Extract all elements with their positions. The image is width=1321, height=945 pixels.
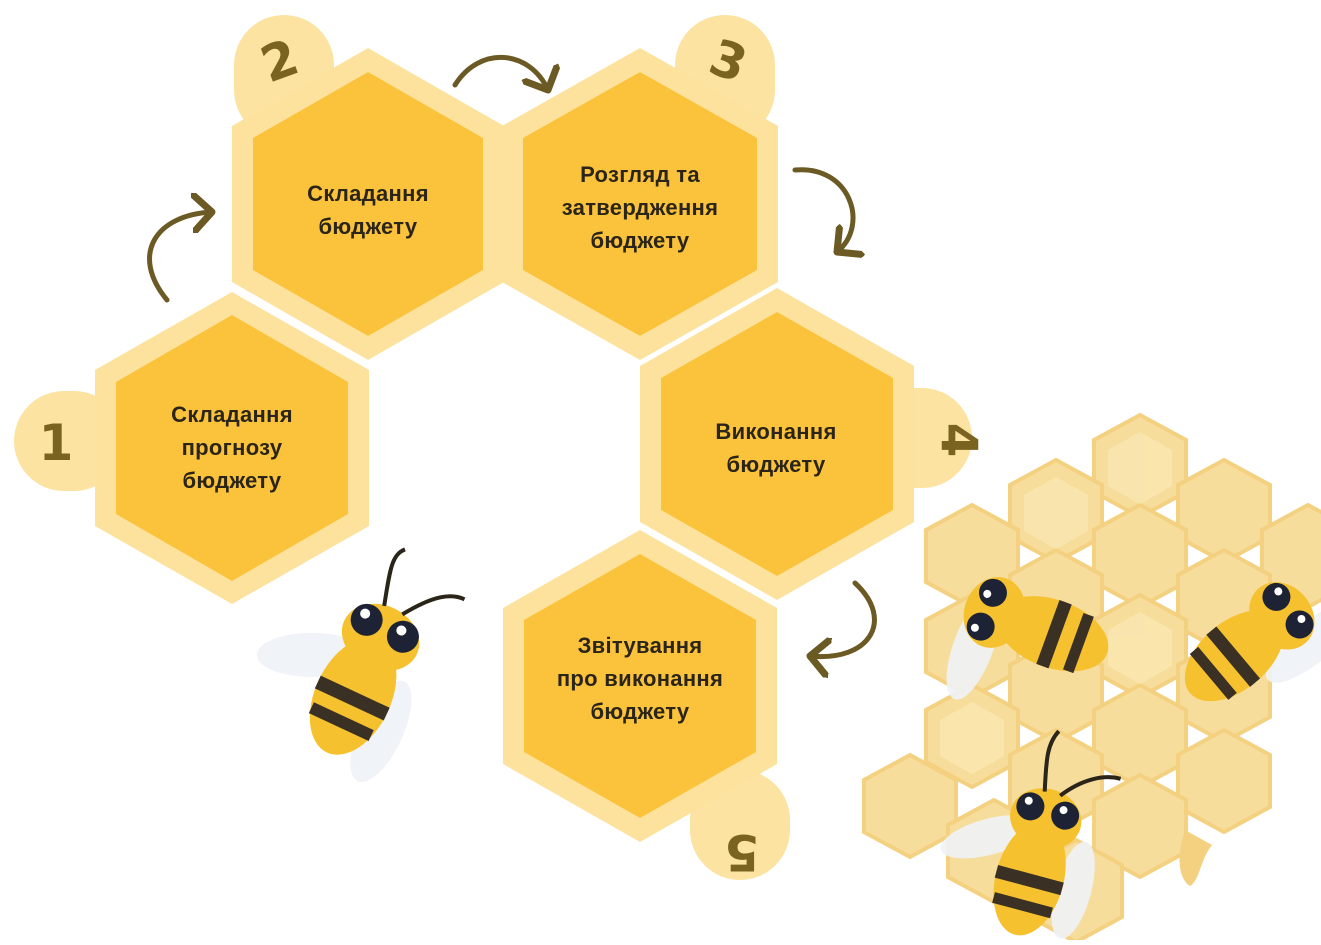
hex-fill-4 — [661, 312, 893, 576]
step-label-1: Складання прогнозу бюджету — [171, 402, 293, 493]
arrow-3-to-4 — [792, 167, 853, 252]
bee-illustration-right-2 — [1184, 582, 1321, 702]
cycle-arrows — [147, 55, 877, 657]
hex-fills — [116, 72, 893, 818]
hex-fill-2 — [253, 72, 483, 336]
bee-illustration — [256, 547, 466, 782]
step-label-3: Розгляд та затвердження бюджету — [561, 162, 719, 253]
arrow-2-to-3 — [452, 55, 548, 90]
bee-illustration-right-3 — [940, 729, 1122, 939]
arrow-1-to-2 — [147, 212, 212, 303]
step-label-2: Складання бюджету — [307, 181, 429, 239]
step-number-1: 1 — [39, 414, 74, 472]
step-number-4: 4 — [930, 423, 988, 458]
hex-fill-1 — [116, 315, 348, 581]
step-tab-3: 3 — [675, 15, 775, 140]
hex-fill-5 — [524, 554, 756, 818]
step-label-5: Звітування про виконання бюджету — [556, 633, 724, 724]
number-tabs: 1 2 3 4 5 — [14, 15, 988, 881]
hex-fill-3 — [523, 72, 757, 336]
arrow-4-to-5 — [810, 580, 877, 657]
bee-illustration-right-1 — [946, 577, 1109, 700]
step-number-5: 5 — [725, 823, 760, 881]
step-label-4: Виконання бюджету — [715, 419, 837, 477]
